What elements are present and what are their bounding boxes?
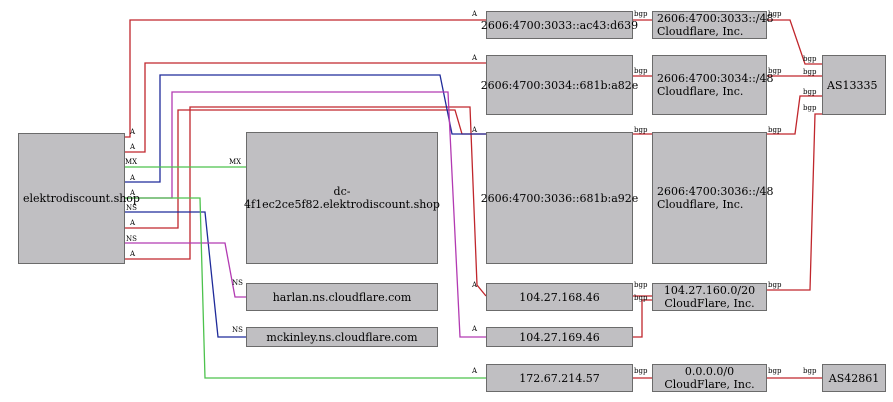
edge-bgp-pfx1-as — [767, 19, 822, 65]
edge-label-mx-1: MX — [125, 158, 138, 166]
edge-label-a-7: A — [472, 10, 478, 18]
edge-bgp-ip4-2 — [633, 299, 652, 338]
prefix-3-cidr: 2606:4700:3036::/48 — [657, 185, 774, 198]
edge-label-bgp-16: bgp — [803, 367, 817, 375]
prefix-2-cidr: 2606:4700:3034::/48 — [657, 72, 774, 85]
ip6-2-node[interactable]: 2606:4700:3034::681b:a82e — [481, 55, 638, 115]
edge-label-bgp-1: bgp — [634, 10, 648, 18]
ns-harlan-node[interactable]: harlan.ns.cloudflare.com — [246, 283, 438, 311]
edge-label-bgp-7: bgp — [768, 10, 782, 18]
domain-node[interactable]: elektrodiscount.shop — [18, 133, 140, 264]
prefix-5-org: CloudFlare, Inc. — [664, 378, 755, 391]
edge-label-bgp-15: bgp — [803, 104, 817, 112]
edge-label-ns-4: NS — [232, 326, 243, 334]
mx-host-label: dc-4f1ec2ce5f82.elektrodiscount.shop — [244, 185, 440, 211]
edge-label-bgp-14: bgp — [803, 88, 817, 96]
edge-ns-harlan — [124, 242, 246, 298]
edge-a-ip4-blue — [124, 74, 486, 183]
prefix-4-org: CloudFlare, Inc. — [664, 297, 755, 310]
edge-bgp-pfx4-as — [767, 113, 822, 291]
edge-label-bgp-2: bgp — [634, 67, 648, 75]
edge-label-bgp-13: bgp — [803, 68, 817, 76]
edge-label-a-10: A — [472, 281, 478, 289]
prefix-1-cidr: 2606:4700:3033::/48 — [657, 12, 774, 25]
edge-label-a-2: A — [130, 143, 136, 151]
ns-harlan-label: harlan.ns.cloudflare.com — [272, 290, 412, 304]
edge-label-bgp-3: bgp — [634, 126, 648, 134]
edge-label-a-6: A — [130, 250, 136, 258]
edge-label-ns-3: NS — [232, 279, 243, 287]
as13335-node[interactable]: AS13335 — [822, 55, 886, 115]
edge-a-ip4-3 — [124, 197, 486, 379]
ip6-1-node[interactable]: 2606:4700:3033::ac43:d639 — [481, 11, 638, 39]
domain-label: elektrodiscount.shop — [23, 192, 140, 205]
edge-label-a-5: A — [130, 219, 136, 227]
prefix-5-cidr: 0.0.0.0/0 — [684, 365, 735, 378]
as42861-label: AS42861 — [828, 371, 880, 385]
edge-label-bgp-9: bgp — [768, 126, 782, 134]
ns-mckinley-node[interactable]: mckinley.ns.cloudflare.com — [246, 327, 438, 347]
edge-label-ns-2: NS — [126, 235, 137, 243]
ip4-3-label: 172.67.214.57 — [519, 371, 600, 385]
edge-a-ip6-2 — [124, 62, 486, 153]
prefix-2-org: Cloudflare, Inc. — [657, 85, 744, 98]
edge-label-a-8: A — [472, 54, 478, 62]
ip6-1-label: 2606:4700:3033::ac43:d639 — [480, 18, 639, 32]
edge-label-ns-1: NS — [126, 204, 137, 212]
edge-label-a-3: A — [130, 174, 136, 182]
edge-label-bgp-5: bgp — [634, 294, 648, 302]
edge-label-bgp-12: bgp — [803, 55, 817, 63]
edge-a-ip6-1 — [124, 19, 486, 138]
edge-label-bgp-10: bgp — [768, 281, 782, 289]
prefix-3-org: Cloudflare, Inc. — [657, 198, 744, 211]
edge-label-a-11: A — [472, 325, 478, 333]
edge-bgp-pfx3-as — [767, 95, 822, 135]
mx-host-node[interactable]: dc-4f1ec2ce5f82.elektrodiscount.shop — [244, 132, 440, 264]
ip6-2-label: 2606:4700:3034::681b:a82e — [480, 78, 639, 92]
prefix-4-cidr: 104.27.160.0/20 — [663, 284, 756, 297]
ip4-2-node[interactable]: 104.27.169.46 — [486, 327, 633, 347]
edge-ns-mckinley — [124, 211, 246, 338]
edge-label-bgp-4: bgp — [634, 281, 648, 289]
as13335-label: AS13335 — [827, 78, 878, 92]
ip6-3-node[interactable]: 2606:4700:3036::681b:a92e — [481, 132, 638, 264]
edge-label-bgp-6: bgp — [634, 367, 648, 375]
edge-label-a-12: A — [472, 367, 478, 375]
ns-mckinley-label: mckinley.ns.cloudflare.com — [266, 330, 418, 344]
ip4-3-node[interactable]: 172.67.214.57 — [486, 364, 633, 392]
edge-label-a-1: A — [130, 128, 136, 136]
as42861-node[interactable]: AS42861 — [822, 364, 886, 392]
ip4-2-label: 104.27.169.46 — [519, 330, 600, 344]
edge-a-ip4-1 — [124, 106, 487, 297]
prefix-1-org: Cloudflare, Inc. — [657, 25, 744, 38]
edge-label-a-9: A — [472, 126, 478, 134]
edge-label-bgp-8: bgp — [768, 67, 782, 75]
edge-label-a-4: A — [130, 189, 136, 197]
ip4-1-label: 104.27.168.46 — [519, 290, 600, 304]
edge-label-bgp-11: bgp — [768, 367, 782, 375]
ip6-3-label: 2606:4700:3036::681b:a92e — [480, 191, 639, 205]
ip4-1-node[interactable]: 104.27.168.46 — [486, 283, 633, 311]
edge-label-mx-2: MX — [229, 158, 242, 166]
